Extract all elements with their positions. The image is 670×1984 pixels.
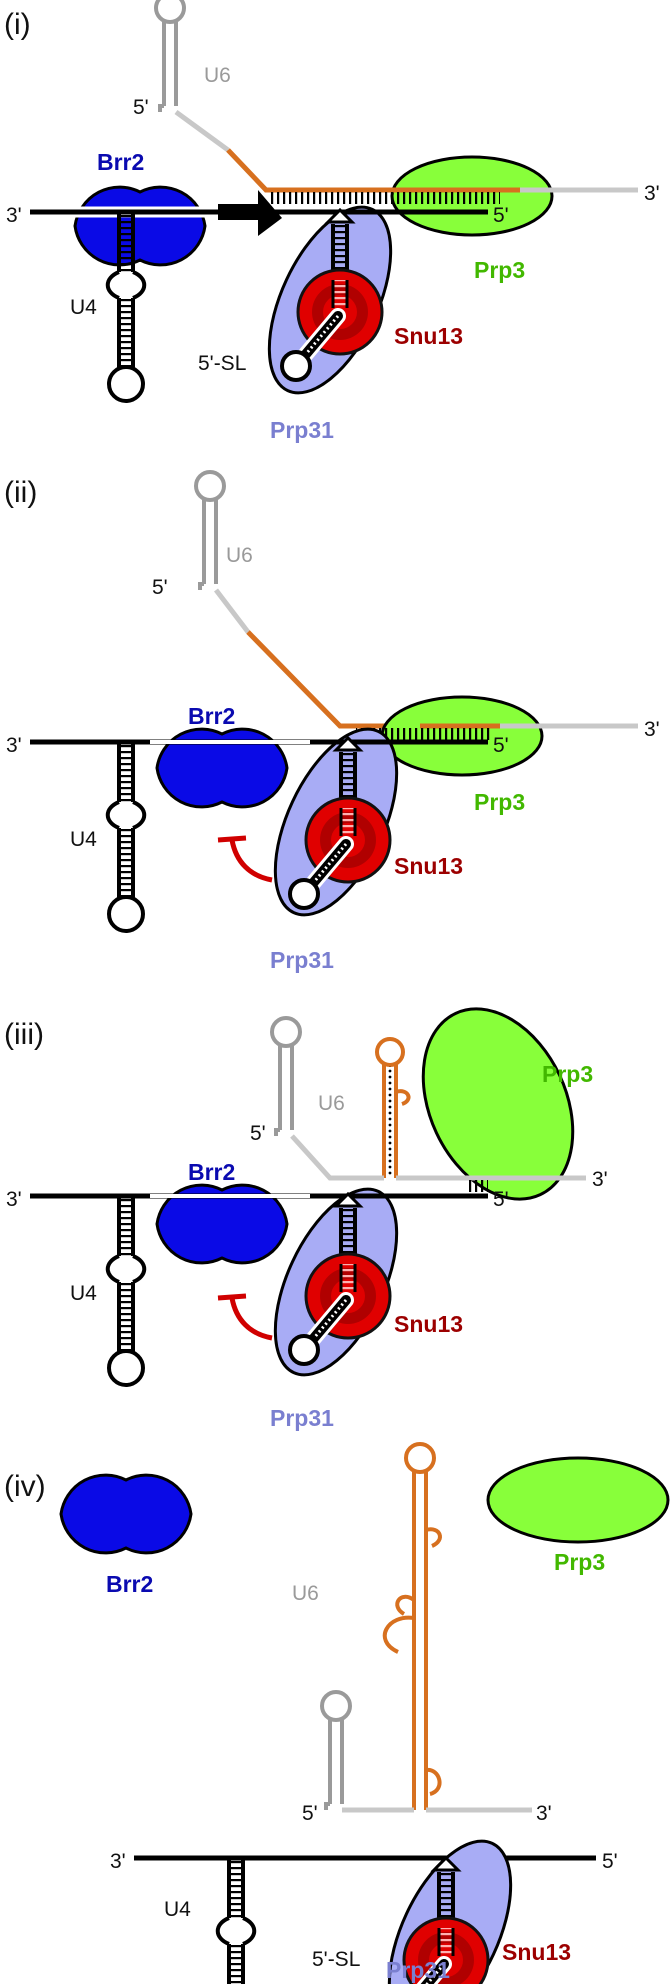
u6-5prime-label: 5'	[250, 1122, 266, 1145]
prp31-label: Prp31	[270, 417, 334, 443]
u4-3prime-label: 3'	[6, 204, 22, 227]
u4-5prime-label: 5'	[493, 734, 509, 757]
u6-hairpin	[154, 0, 186, 114]
u4-5prime-label: 5'	[493, 204, 509, 227]
u4-3prime-label: 3'	[6, 734, 22, 757]
u4-5prime-label: 5'	[493, 1188, 509, 1211]
panel-i: (i) 3' 5' 3' 5' U6 U4 Brr2 Prp3 Snu13 Pr…	[4, 0, 660, 443]
snu13-label: Snu13	[394, 323, 463, 349]
panel-iv: (iv) 3' 5' 3' 5' U6 U4 Brr2 Prp3 Snu13 P…	[4, 1442, 670, 1984]
u6-label: U6	[318, 1092, 345, 1115]
prp31-label: Prp31	[270, 947, 334, 973]
brr2-shape	[59, 1473, 193, 1555]
u6-5prime-label: 5'	[302, 1802, 318, 1825]
u6-label: U6	[204, 64, 231, 87]
inhibition-arrow	[229, 1297, 273, 1341]
u6-hairpin	[270, 1016, 302, 1138]
prp31-label: Prp31	[270, 1405, 334, 1431]
panel-label: (iii)	[4, 1018, 44, 1051]
brr2-label: Brr2	[188, 703, 235, 729]
u4-5prime-label: 5'	[602, 1850, 618, 1873]
u6-5prime-label: 5'	[133, 96, 149, 119]
u4-3prime-label: 3'	[6, 1188, 22, 1211]
panel-iii: (iii) 3' 5' 3' 5' U6 U4 Brr2 Prp3 Snu13 …	[4, 1007, 608, 1431]
prp3-label: Prp3	[474, 789, 525, 815]
u4-3prime-label: 3'	[110, 1850, 126, 1873]
u6-3prime-label: 3'	[644, 182, 660, 205]
inhibition-arrow	[229, 839, 273, 883]
u4-label: U4	[70, 1282, 97, 1305]
five-prime-sl-label: 5'-SL	[312, 1948, 360, 1971]
prp3-shape	[421, 1007, 575, 1201]
prp3-label: Prp3	[474, 257, 525, 283]
u6-label: U6	[292, 1582, 319, 1605]
five-prime-sl-label: 5'-SL	[198, 352, 246, 375]
brr2-label: Brr2	[188, 1159, 235, 1185]
u4-stem-loop	[215, 1858, 257, 1984]
u4-label: U4	[70, 828, 97, 851]
u6-hairpin	[194, 470, 226, 592]
snu13-label: Snu13	[394, 853, 463, 879]
translocation-arrow	[218, 190, 282, 236]
prp3-shape	[486, 1456, 670, 1544]
u6-5prime-label: 5'	[152, 576, 168, 599]
u6-hairpin	[320, 1690, 352, 1812]
prp31-label: Prp31	[386, 1957, 450, 1983]
u6-3prime-label: 3'	[592, 1168, 608, 1191]
orange-hairpin-loop	[404, 1442, 436, 1474]
panel-ii: (ii) 3' 5' 3' 5' U6 U4 Brr2 Prp3 Snu13 P…	[4, 470, 660, 973]
u6-label: U6	[226, 544, 253, 567]
u6-3prime-label: 3'	[644, 718, 660, 741]
u4-u6-pairing	[270, 192, 500, 204]
u6-orange-segment	[226, 148, 380, 193]
panel-label: (iv)	[4, 1470, 46, 1503]
u4-stem-loop	[105, 742, 147, 933]
brr2-label: Brr2	[106, 1571, 153, 1597]
prp3-label: Prp3	[542, 1061, 593, 1087]
u6-orange-segment	[246, 630, 420, 729]
u6-3prime-label: 3'	[536, 1802, 552, 1825]
u6-linker	[174, 109, 230, 153]
brr2-label: Brr2	[97, 149, 144, 175]
snu13-label: Snu13	[502, 1939, 571, 1965]
prp3-label: Prp3	[554, 1549, 605, 1575]
panel-label: (ii)	[4, 476, 37, 509]
snu13-label: Snu13	[394, 1311, 463, 1337]
u4-label: U4	[164, 1898, 191, 1921]
brr2-shape	[73, 185, 207, 267]
u4-label: U4	[70, 296, 97, 319]
u4-stem-loop	[105, 1196, 147, 1387]
orange-hairpin-loop	[375, 1037, 405, 1067]
panel-label: (i)	[4, 8, 31, 41]
u4-u6-pairing	[356, 728, 490, 740]
